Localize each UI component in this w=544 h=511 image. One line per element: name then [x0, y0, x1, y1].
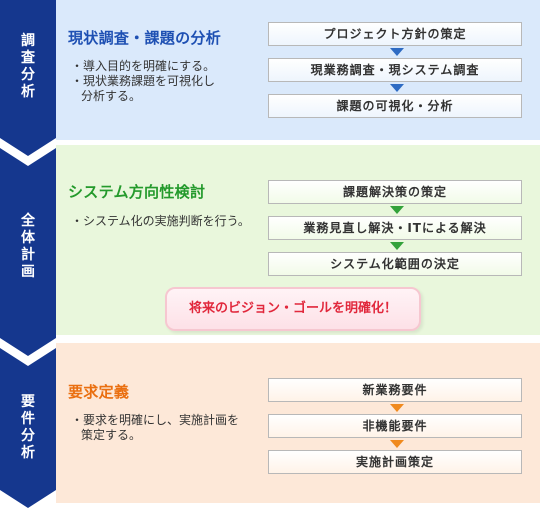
phase3-label: 要 件 分 析	[21, 394, 35, 461]
phase2-label: 全 体 計 画	[21, 213, 35, 280]
phase1-note: 導入目的を明確にする。	[71, 59, 215, 74]
phase3-step-1: 新業務要件	[268, 378, 522, 402]
phase3-notes: 要求を明確にし、実施計画を 策定する。	[71, 413, 239, 443]
phase1-step-3: 課題の可視化・分析	[268, 94, 522, 118]
phase2-step-3: システム化範囲の決定	[268, 252, 522, 276]
phase3-note: 要求を明確にし、実施計画を 策定する。	[71, 413, 239, 443]
phase3-step-3: 実施計画策定	[268, 450, 522, 474]
phase2-step-1: 課題解決策の策定	[268, 180, 522, 204]
phase1-label: 調 査 分 析	[21, 33, 35, 100]
phase3-arrow-2	[390, 440, 404, 448]
phase1-step-1: プロジェクト方針の策定	[268, 22, 522, 46]
phase2-arrow-1	[390, 206, 404, 214]
phase2-arrow-2	[390, 242, 404, 250]
phase3-heading: 要求定義	[68, 383, 130, 401]
phase2-note: システム化の実施判断を行う。	[71, 214, 250, 229]
phase1-step-2: 現業務調査・現システム調査	[268, 58, 522, 82]
phase1-arrow-1	[390, 48, 404, 56]
phase3-arrow-1	[390, 404, 404, 412]
phase2-step-2: 業務見直し解決・ITによる解決	[268, 216, 522, 240]
phase3-chevron	[0, 348, 56, 508]
phase1-notes: 導入目的を明確にする。 現状業務課題を可視化し 分析する。	[71, 59, 215, 104]
phase1-arrow-2	[390, 84, 404, 92]
phase3-step-2: 非機能要件	[268, 414, 522, 438]
phase2-chevron	[0, 148, 56, 356]
phase1-chevron	[0, 0, 56, 156]
phase1-note: 現状業務課題を可視化し 分析する。	[71, 74, 215, 104]
vision-callout: 将来のビジョン・ゴールを明確化！	[165, 287, 421, 331]
phase1-heading: 現状調査・課題の分析	[68, 29, 222, 47]
phase2-heading: システム方向性検討	[68, 183, 206, 201]
phase2-notes: システム化の実施判断を行う。	[71, 214, 250, 229]
